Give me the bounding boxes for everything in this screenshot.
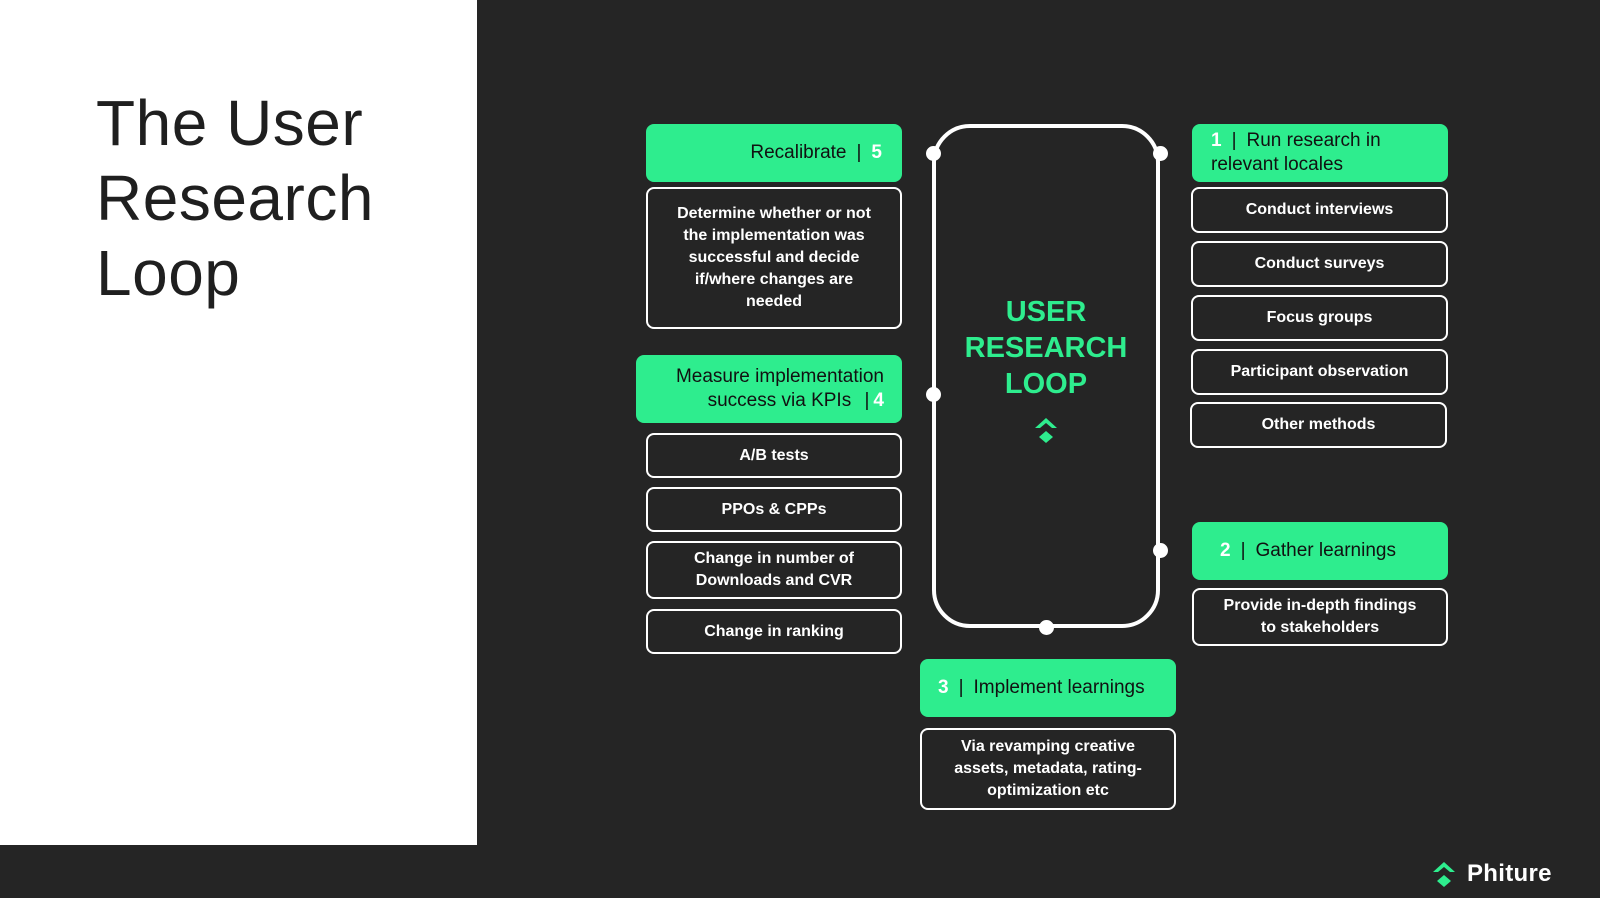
step-1-header: 1 |Run research in relevant locales <box>1192 124 1448 182</box>
step-5-separator: | <box>856 142 862 163</box>
step-4-item-2: PPOs & CPPs <box>646 487 902 532</box>
step-1-item-4-text: Participant observation <box>1230 363 1409 380</box>
step-1-item-2: Conduct surveys <box>1191 241 1448 287</box>
step-4-item-1-text: A/B tests <box>739 446 809 464</box>
step-4-item-1: A/B tests <box>646 433 902 478</box>
step-2-number: 2 <box>1220 540 1231 561</box>
step-2-detail: Provide in-depth findings to stakeholder… <box>1192 588 1448 646</box>
step-3-detail: Via revamping creative assets, metadata,… <box>920 728 1176 810</box>
step-1-item-3-text: Focus groups <box>1266 309 1373 326</box>
step-4-item-4-text: Change in ranking <box>704 622 844 640</box>
step-3-header: 3 | Implement learnings <box>920 659 1176 717</box>
step-4-item-3-text: Change in number of Downloads and CVR <box>694 550 854 589</box>
step-1-item-2-text: Conduct surveys <box>1254 255 1385 272</box>
step-1-label: Run research in relevant locales <box>1211 130 1381 175</box>
step-5-detail-text: Determine whether or not the implementat… <box>677 205 871 310</box>
step-1-label-wrap: 1 |Run research in relevant locales <box>1211 129 1431 177</box>
step-5-detail: Determine whether or not the implementat… <box>646 187 902 329</box>
phiture-logo-icon <box>1433 862 1455 887</box>
step-1-item-5-text: Other methods <box>1261 416 1376 433</box>
step-4-label: Measure implementation success via KPIs <box>675 366 884 411</box>
loop-node-right <box>1153 543 1168 558</box>
step-3-label: Implement learnings <box>973 677 1145 698</box>
loop-node-left <box>926 387 941 402</box>
loop-center-title: USER RESEARCH LOOP <box>964 296 1128 400</box>
step-5-label: Recalibrate <box>750 142 847 163</box>
step-3-separator: | <box>958 677 964 698</box>
step-1-item-1: Conduct interviews <box>1191 187 1448 233</box>
step-4-header: Measure implementation success via KPIs … <box>636 355 902 423</box>
brand-logo: Phiture <box>1431 860 1552 888</box>
step-1-separator: | <box>1231 130 1237 151</box>
loop-node-bottom <box>1039 620 1054 635</box>
step-3-number: 3 <box>938 677 949 698</box>
step-1-item-4: Participant observation <box>1191 349 1448 395</box>
title-panel: The User Research Loop <box>0 0 477 845</box>
step-1-item-3: Focus groups <box>1191 295 1448 341</box>
step-4-item-3: Change in number of Downloads and CVR <box>646 541 902 599</box>
chevron-up-diamond-icon <box>1035 418 1057 443</box>
step-2-header: 2 | Gather learnings <box>1192 522 1448 580</box>
step-1-item-5: Other methods <box>1190 402 1447 448</box>
step-2-detail-text: Provide in-depth findings to stakeholder… <box>1223 597 1417 636</box>
loop-node-top-right <box>1153 146 1168 161</box>
step-1-number: 1 <box>1211 130 1222 151</box>
step-4-item-2-text: PPOs & CPPs <box>721 500 827 518</box>
step-4-label-wrap: Measure implementation success via KPIs … <box>660 365 884 413</box>
step-1-item-1-text: Conduct interviews <box>1245 201 1394 218</box>
step-2-separator: | <box>1240 540 1246 561</box>
step-4-item-4: Change in ranking <box>646 609 902 654</box>
step-2-label: Gather learnings <box>1255 540 1396 561</box>
step-5-number: 5 <box>871 142 882 163</box>
step-4-separator: | <box>864 390 870 411</box>
step-4-number: 4 <box>873 390 884 411</box>
brand-name: Phiture <box>1467 860 1552 887</box>
step-3-detail-text: Via revamping creative assets, metadata,… <box>954 738 1142 799</box>
step-5-header: Recalibrate | 5 <box>646 124 902 182</box>
loop-node-top-left <box>926 146 941 161</box>
slide-title: The User Research Loop <box>96 87 374 309</box>
